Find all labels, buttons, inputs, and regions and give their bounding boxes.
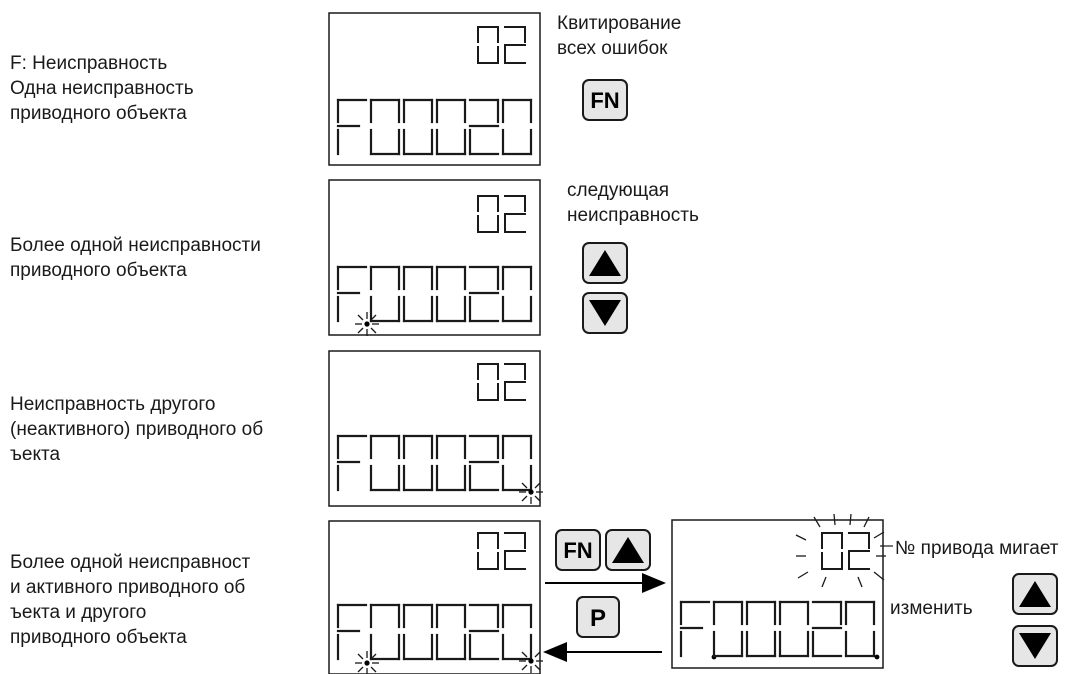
svg-text:FN: FN — [590, 88, 619, 113]
blinking-dot-row2 — [354, 311, 380, 337]
row2-label: Более одной неисправности приводного объ… — [10, 235, 261, 281]
acknowledge-all-note: Квитирование всех ошибок — [557, 13, 682, 59]
up-key-change[interactable] — [1012, 573, 1058, 615]
up-key-row4[interactable] — [605, 529, 651, 571]
next-fault-note: следующая неисправность — [567, 180, 699, 226]
blinking-dot-row4-left — [354, 650, 380, 674]
display-row4 — [328, 520, 544, 674]
display-row3 — [328, 350, 544, 507]
fn-key-row4[interactable]: FN — [555, 529, 601, 571]
row3-label: Неисправность другого (неактивного) прив… — [10, 394, 264, 465]
svg-text:FN: FN — [563, 538, 592, 563]
fn-key-row1[interactable]: FN — [582, 79, 628, 121]
display-row2 — [328, 179, 541, 337]
blinking-dot-row4-right — [518, 648, 544, 674]
row4-label: Более одной неисправност и активного при… — [10, 552, 251, 648]
drive-blinks-note: № привода мигает — [895, 538, 1059, 559]
result-display — [671, 513, 886, 669]
change-note: изменить — [890, 598, 973, 619]
down-key-change[interactable] — [1012, 625, 1058, 667]
fault-code-result — [679, 600, 880, 660]
display-row1 — [328, 12, 541, 166]
p-key[interactable]: P — [576, 596, 620, 638]
blinking-dot-row3 — [518, 479, 544, 505]
down-key-row2[interactable] — [582, 292, 628, 334]
up-key-row2[interactable] — [582, 242, 628, 284]
blink-rays-drive-number — [795, 513, 886, 588]
svg-text:P: P — [590, 605, 606, 632]
row1-label: F: Неисправность Одна неисправность прив… — [10, 53, 194, 124]
